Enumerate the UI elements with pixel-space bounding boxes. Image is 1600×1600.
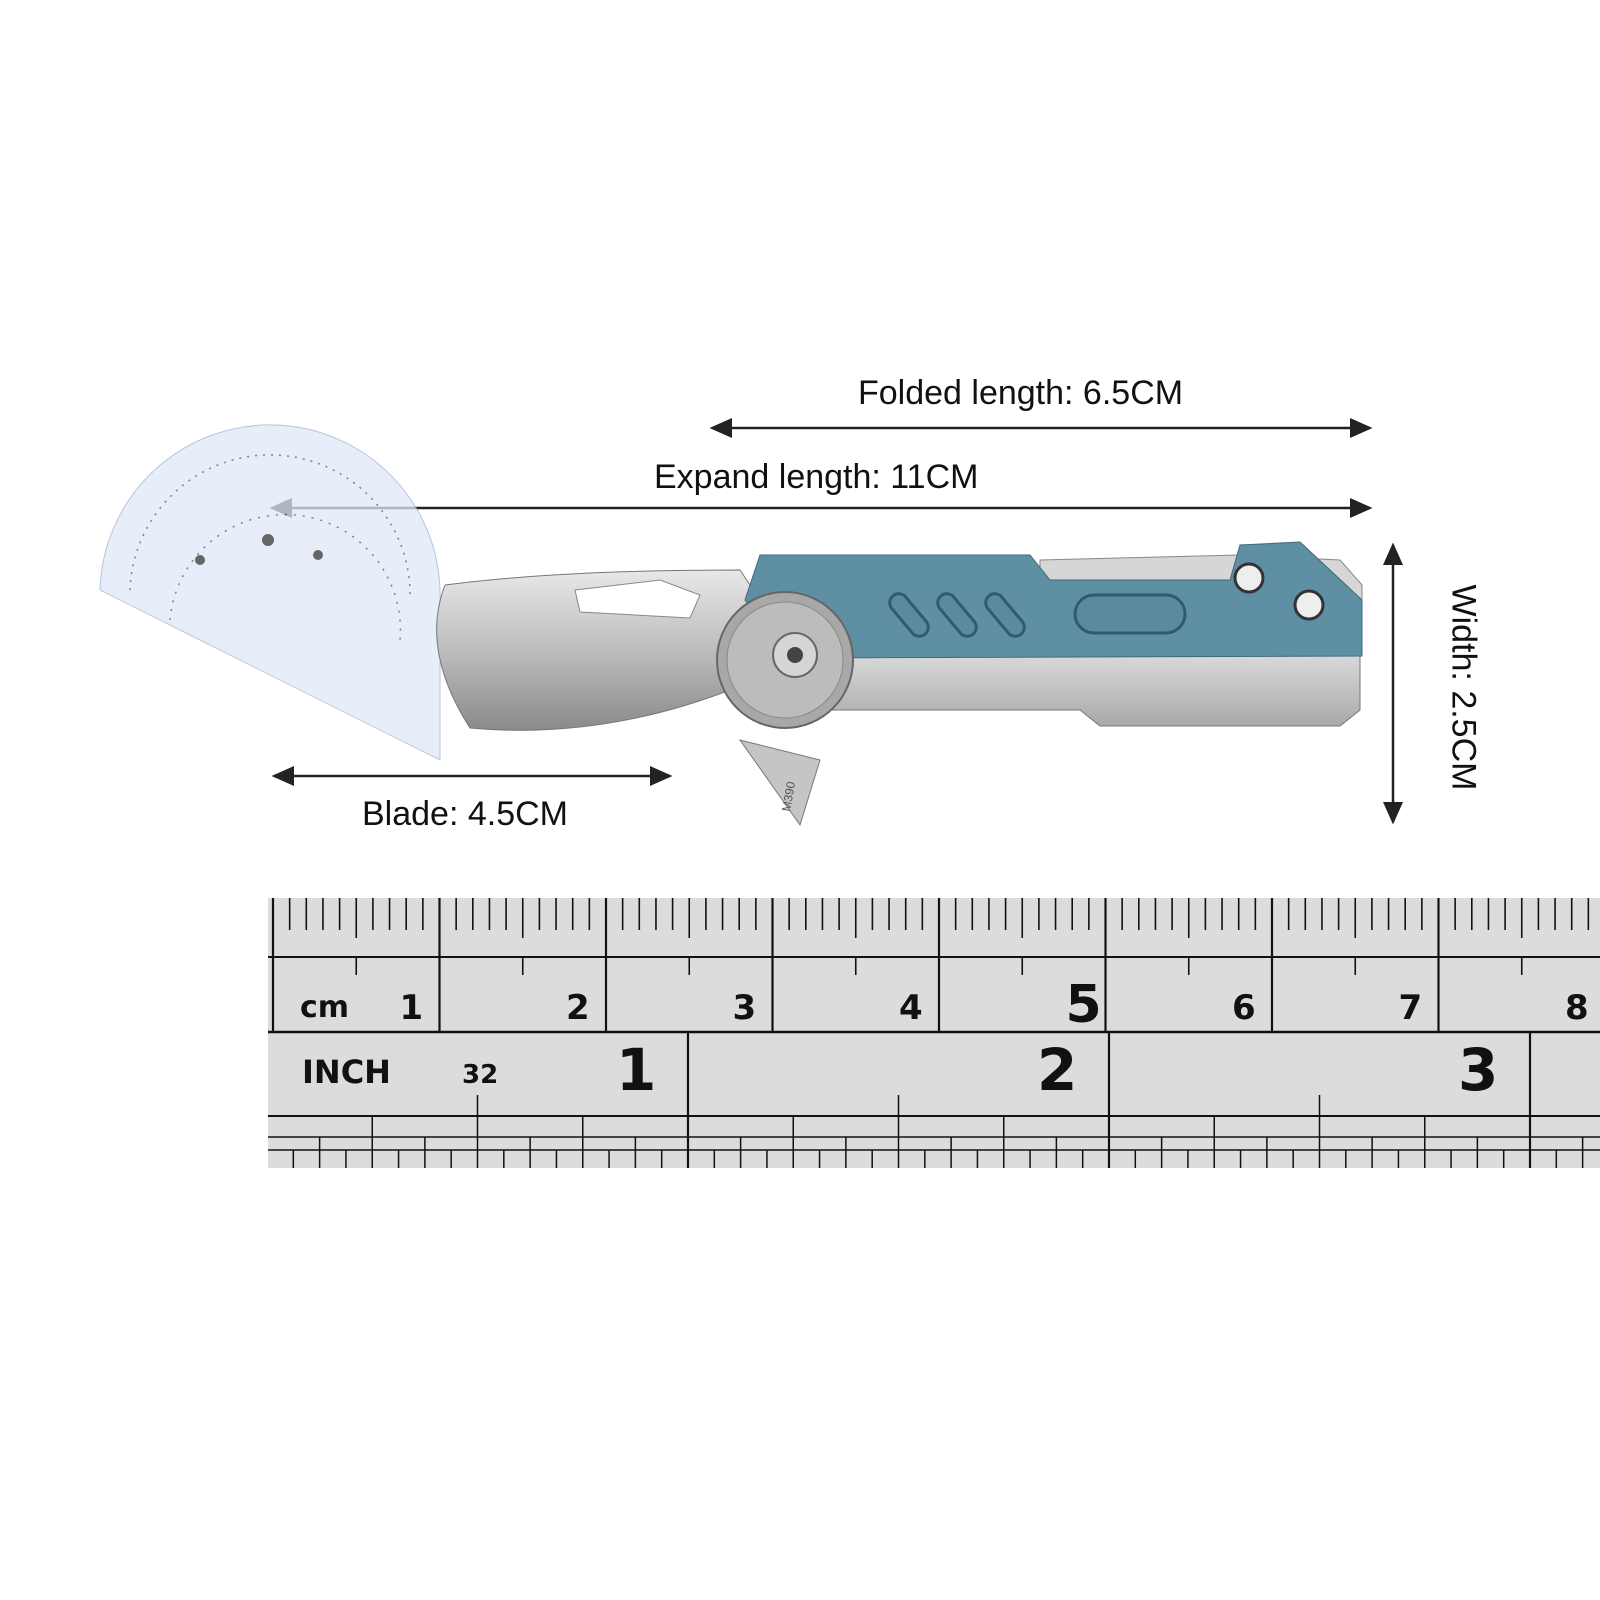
ruler-cm-number: 1 <box>399 988 424 1028</box>
blade-marking: M390 <box>779 780 798 812</box>
ruler-inch-number: 2 <box>1037 1036 1078 1104</box>
ruler-inch-number: 3 <box>1458 1036 1499 1104</box>
width-label: Width: 2.5CM <box>1444 584 1483 791</box>
screw-icon <box>1293 589 1325 621</box>
ruler-inch-sub: 32 <box>462 1060 499 1090</box>
knife-handle <box>716 541 1363 729</box>
ruler-cm-label: cm <box>300 990 350 1025</box>
folded-length-label: Folded length: 6.5CM <box>858 374 1184 412</box>
ruler-cm-number: 7 <box>1398 988 1423 1028</box>
ruler-inch-number: 1 <box>616 1036 657 1104</box>
knife-blade: M390 <box>436 569 821 827</box>
ruler-cm-number: 8 <box>1565 988 1589 1028</box>
ruler-cm-number: 6 <box>1232 988 1256 1028</box>
ruler-cm-number: 5 <box>1065 975 1102 1035</box>
ruler <box>268 898 1600 1168</box>
screw-icon <box>1233 562 1265 594</box>
protractor <box>99 424 441 761</box>
blade-length-label: Blade: 4.5CM <box>362 795 568 833</box>
ruler-cm-number: 2 <box>566 988 590 1028</box>
ruler-inch-label: INCH <box>302 1053 391 1091</box>
ruler-cm-number: 4 <box>899 988 923 1028</box>
ruler-cm-number: 3 <box>732 988 757 1028</box>
expand-length-label: Expand length: 11CM <box>654 458 979 496</box>
